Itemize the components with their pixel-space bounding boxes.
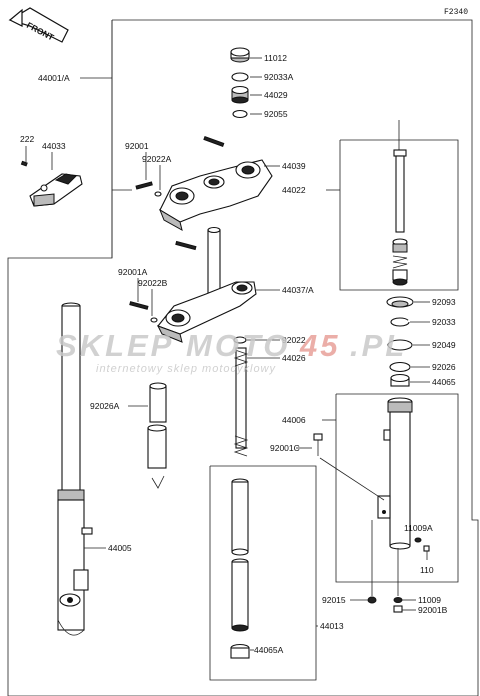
washer-92015 <box>367 596 377 604</box>
label-92026: 92026 <box>432 362 456 372</box>
label-44029: 44029 <box>264 90 288 100</box>
circlip-92033 <box>390 317 410 327</box>
watermark-tagline: internetowy sklep motocyklowy <box>96 363 277 375</box>
damper-rod-44022 <box>392 120 408 286</box>
bolt-110 <box>423 545 430 560</box>
seal-92093 <box>386 296 414 308</box>
label-44006: 44006 <box>282 415 306 425</box>
bush-44065a <box>230 643 250 659</box>
inner-tube-box <box>209 465 317 681</box>
page-code: F2340 <box>444 8 468 17</box>
label-11009: 11009 <box>418 595 441 605</box>
washer-92022 <box>233 336 247 344</box>
bracket-44033 <box>29 173 83 207</box>
label-92026a: 92026A <box>90 401 120 411</box>
washer-11009a <box>414 537 422 543</box>
bolt-92001 <box>135 181 153 190</box>
outer-tube-44006 <box>377 397 413 550</box>
label-44037a: 44037/A <box>282 285 314 295</box>
label-92001a: 92001A <box>118 267 148 277</box>
upper-clamp-44039 <box>158 135 273 231</box>
label-92049: 92049 <box>432 340 456 350</box>
front-arrow-icon: FRONT <box>8 7 69 43</box>
bush-44065 <box>390 373 410 387</box>
oring-92033a <box>231 72 249 82</box>
label-44005: 44005 <box>108 543 132 553</box>
label-92055: 92055 <box>264 109 288 119</box>
spring-44026 <box>233 347 249 457</box>
bolt-92001b <box>393 605 403 613</box>
label-92001c: 92001C <box>270 443 300 453</box>
label-92022b: 92022B <box>138 278 168 288</box>
cap-11012 <box>230 47 250 63</box>
damper-box <box>339 139 459 291</box>
label-44013: 44013 <box>320 621 344 631</box>
washer-92026 <box>389 361 411 373</box>
label-44026: 44026 <box>282 353 306 363</box>
washer-11009 <box>393 597 403 603</box>
label-44039: 44039 <box>282 161 306 171</box>
lower-clamp-44037a <box>156 226 257 343</box>
fork-leg-44005 <box>57 302 93 636</box>
plug-44029 <box>231 85 249 104</box>
label-92033: 92033 <box>432 317 456 327</box>
label-11009a: 11009A <box>404 523 433 533</box>
oilseal-92049 <box>387 339 413 351</box>
watermark-brand-b: MOTO <box>186 328 290 363</box>
washer-92022b <box>150 317 158 323</box>
label-92022a: 92022A <box>142 154 172 164</box>
label-44065a: 44065A <box>254 645 284 655</box>
label-92022: 92022 <box>282 335 306 345</box>
label-44033: 44033 <box>42 141 66 151</box>
label-44022: 44022 <box>282 185 306 195</box>
label-92093: 92093 <box>432 297 456 307</box>
label-44001a: 44001/A <box>38 73 70 83</box>
label-92033a: 92033A <box>264 72 294 82</box>
bolt-222 <box>20 160 28 167</box>
inner-tube-44013 <box>231 478 249 632</box>
watermark-brand-c: 45 <box>299 328 340 363</box>
label-11012: 11012 <box>264 53 287 63</box>
bolt-92001c <box>313 433 323 456</box>
bolt-92001a <box>129 301 149 310</box>
assembly-outline <box>7 19 479 696</box>
label-92001b: 92001B <box>418 605 448 615</box>
label-222: 222 <box>20 134 34 144</box>
watermark-brand-d: .PL <box>350 328 407 363</box>
label-110: 110 <box>420 565 434 575</box>
watermark-brand-a: SKLEP <box>56 328 174 363</box>
washer-92022a <box>154 191 162 197</box>
label-92015: 92015 <box>322 595 346 605</box>
label-92001: 92001 <box>125 141 149 151</box>
outer-tube-box <box>335 393 459 583</box>
watermark: SKLEP MOTO 45 .PL internetowy sklep moto… <box>56 328 407 375</box>
oring-92055 <box>232 109 248 119</box>
spacer-92026a <box>147 382 167 489</box>
label-44065: 44065 <box>432 377 456 387</box>
